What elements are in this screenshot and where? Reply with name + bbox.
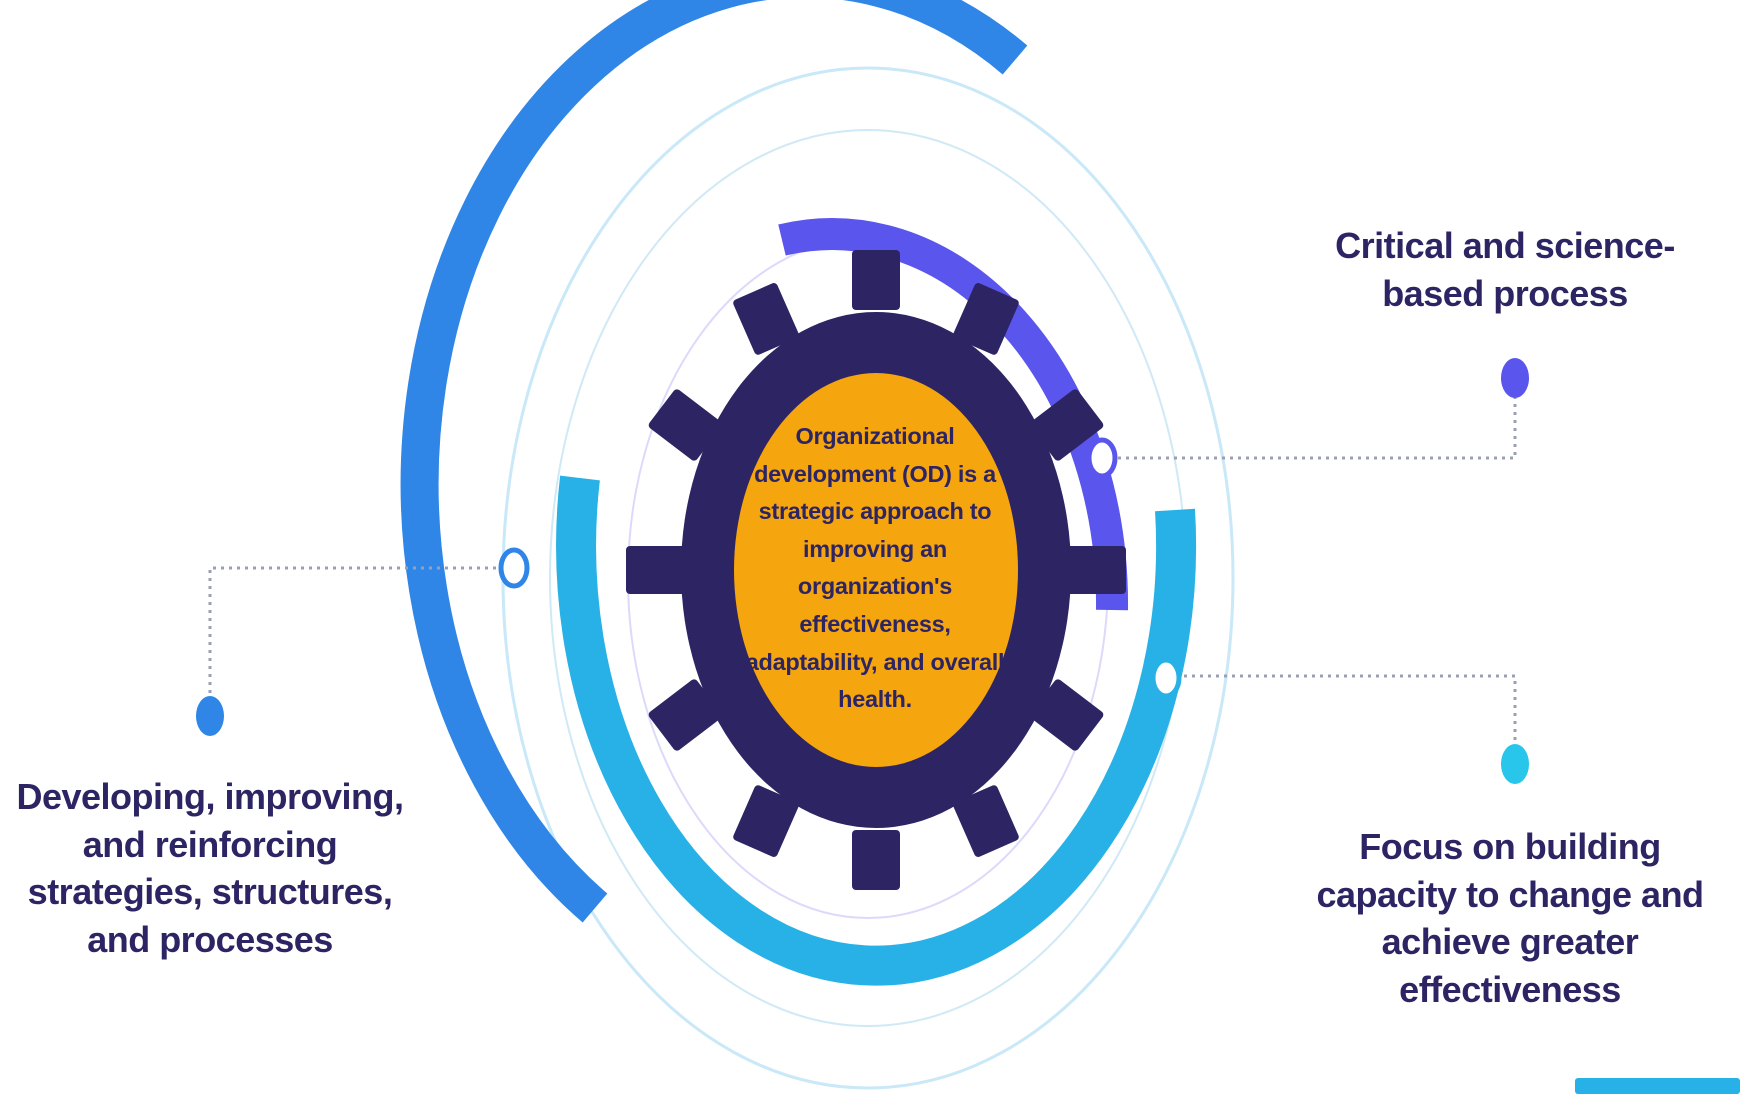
bullet-dot-developing-icon <box>196 696 224 736</box>
connector-critical <box>1102 392 1517 460</box>
gear-icon <box>626 250 1126 890</box>
connector-focus <box>1168 674 1517 755</box>
marker-critical-icon <box>1086 437 1118 479</box>
gear-tooth <box>852 830 900 890</box>
gear-tooth <box>1029 679 1104 751</box>
corner-tab <box>1575 1078 1740 1094</box>
label-developing-strategies: Developing, improving, and reinforcing s… <box>16 776 404 960</box>
label-focus-capacity: Focus on building capacity to change and… <box>1316 826 1704 1010</box>
bullet-dot-critical-icon <box>1501 358 1529 398</box>
gear-tooth <box>1029 389 1104 461</box>
marker-focus-icon <box>1150 657 1182 699</box>
gear-tooth <box>953 785 1019 857</box>
gear-tooth <box>953 283 1019 355</box>
connector-developing <box>208 566 512 705</box>
gear-tooth <box>648 679 723 751</box>
bullet-dot-focus-icon <box>1501 744 1529 784</box>
marker-developing-icon <box>498 547 530 589</box>
gear-tooth <box>1066 546 1126 594</box>
gear-tooth <box>733 785 799 857</box>
arc-inner <box>778 218 1129 611</box>
gear-tooth <box>852 250 900 310</box>
arc-outer <box>400 0 1028 923</box>
gear-core <box>734 373 1018 767</box>
gear-tooth <box>648 389 723 461</box>
label-critical-process: Critical and science-based process <box>1335 225 1675 314</box>
arc-middle <box>556 475 1197 986</box>
center-definition-text: Organizational development (OD) is a str… <box>745 423 1005 713</box>
gear-tooth <box>626 546 686 594</box>
gear-tooth <box>733 283 799 355</box>
